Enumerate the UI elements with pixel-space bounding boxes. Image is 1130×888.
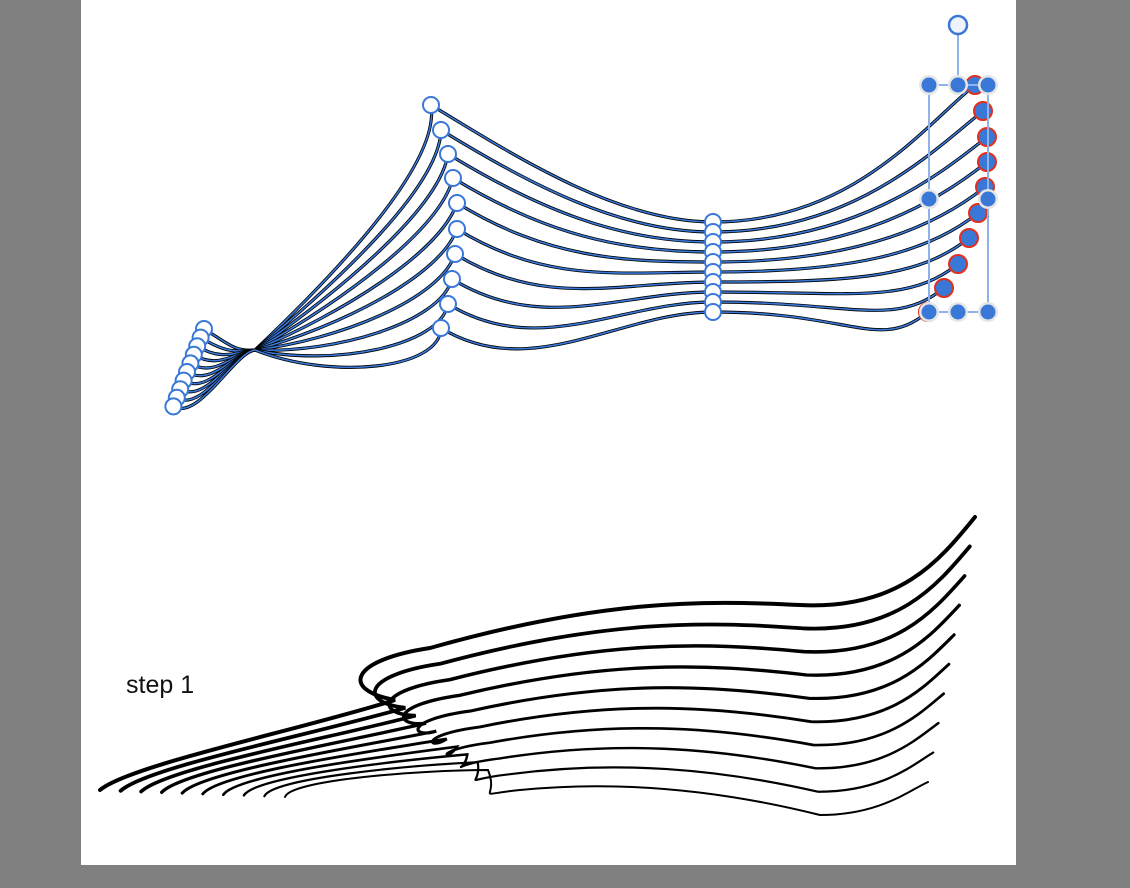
- result-stroke[interactable]: [118, 544, 972, 793]
- resize-handle[interactable]: [921, 77, 937, 93]
- anchor-point[interactable]: [164, 397, 183, 416]
- result-stroke[interactable]: [284, 768, 929, 817]
- selected-anchor-point[interactable]: [959, 228, 979, 248]
- selected-path[interactable]: [172, 311, 929, 410]
- selected-path-group[interactable]: [164, 75, 997, 416]
- artboard[interactable]: [81, 0, 1016, 865]
- result-stroke[interactable]: [221, 692, 946, 797]
- resize-handle[interactable]: [980, 191, 996, 207]
- result-stroke[interactable]: [242, 721, 940, 797]
- anchor-point[interactable]: [422, 96, 440, 114]
- anchor-point[interactable]: [439, 145, 457, 163]
- path-shadow: [199, 109, 984, 353]
- selected-path[interactable]: [200, 110, 984, 352]
- anchor-point[interactable]: [439, 295, 457, 313]
- step-label: step 1: [126, 671, 195, 699]
- anchor-point[interactable]: [444, 169, 462, 187]
- result-stroke[interactable]: [160, 603, 961, 794]
- result-stroke-group[interactable]: [98, 515, 977, 817]
- result-stroke[interactable]: [263, 751, 935, 798]
- resize-handle[interactable]: [950, 304, 966, 320]
- anchor-point[interactable]: [432, 319, 450, 337]
- selected-path[interactable]: [179, 263, 959, 393]
- anchor-point[interactable]: [446, 245, 464, 263]
- anchor-point[interactable]: [448, 220, 466, 238]
- selection-bounding-box[interactable]: [919, 14, 998, 322]
- anchor-point[interactable]: [432, 121, 450, 139]
- rotate-handle[interactable]: [947, 14, 969, 36]
- anchor-point[interactable]: [704, 303, 722, 321]
- resize-handle[interactable]: [921, 191, 937, 207]
- resize-handle[interactable]: [921, 304, 937, 320]
- result-stroke[interactable]: [139, 574, 967, 794]
- result-stroke[interactable]: [180, 633, 956, 795]
- resize-handle[interactable]: [980, 77, 996, 93]
- anchor-point[interactable]: [448, 194, 466, 212]
- selected-anchor-point[interactable]: [934, 278, 954, 298]
- path-shadow: [179, 262, 959, 394]
- result-stroke[interactable]: [98, 515, 977, 792]
- selected-anchor-point[interactable]: [973, 101, 993, 121]
- result-stroke[interactable]: [201, 662, 951, 796]
- resize-handle[interactable]: [950, 77, 966, 93]
- selected-anchor-point[interactable]: [948, 254, 968, 274]
- resize-handle[interactable]: [980, 304, 996, 320]
- anchor-point[interactable]: [443, 270, 461, 288]
